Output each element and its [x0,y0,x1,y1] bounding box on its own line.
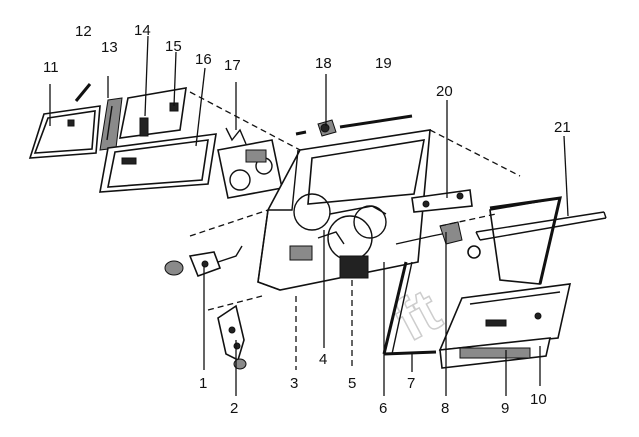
connection-lines [189,91,521,370]
part-17-regulator [217,127,283,199]
part-2-hinge [217,304,247,370]
callout-8: 8 [441,400,449,417]
callout-18: 18 [315,55,332,72]
callout-2: 2 [230,400,238,417]
part-7-channel [382,261,437,356]
callout-9: 9 [501,400,509,417]
callout-13: 13 [101,39,118,56]
callout-12: 12 [75,23,92,40]
callout-6: 6 [379,400,387,417]
part-16-glass-seal [99,133,217,193]
callout-5: 5 [348,375,356,392]
callout-7: 7 [407,375,415,392]
leader-lines [49,35,569,396]
part-21-rear-glass [475,196,607,285]
callout-17: 17 [224,57,241,74]
callout-1: 1 [199,375,207,392]
part-11-quarter-glass [28,105,101,159]
part-19-weatherstrip [339,114,413,129]
callout-19: 19 [375,55,392,72]
part-18-clip [295,119,337,137]
part-14-vent-piece [118,87,187,139]
callout-10: 10 [530,391,547,408]
part-1-mirror [164,245,243,278]
part-12-strip [74,83,92,102]
part-9-trim-panel [438,283,572,351]
callout-21: 21 [554,119,571,136]
callout-16: 16 [195,51,212,68]
callout-14: 14 [134,22,151,39]
callout-3: 3 [290,375,298,392]
part-10-armrest [439,337,552,369]
callout-11: 11 [43,59,59,76]
part-20-hinge-bar [411,189,473,213]
part-13-seal [99,97,123,151]
callout-4: 4 [319,351,327,368]
callout-15: 15 [165,38,182,55]
callouts: 11 12 13 14 15 16 17 18 19 20 21 1 2 3 4… [43,22,571,417]
callout-20: 20 [436,83,453,100]
door-shell [257,129,431,291]
